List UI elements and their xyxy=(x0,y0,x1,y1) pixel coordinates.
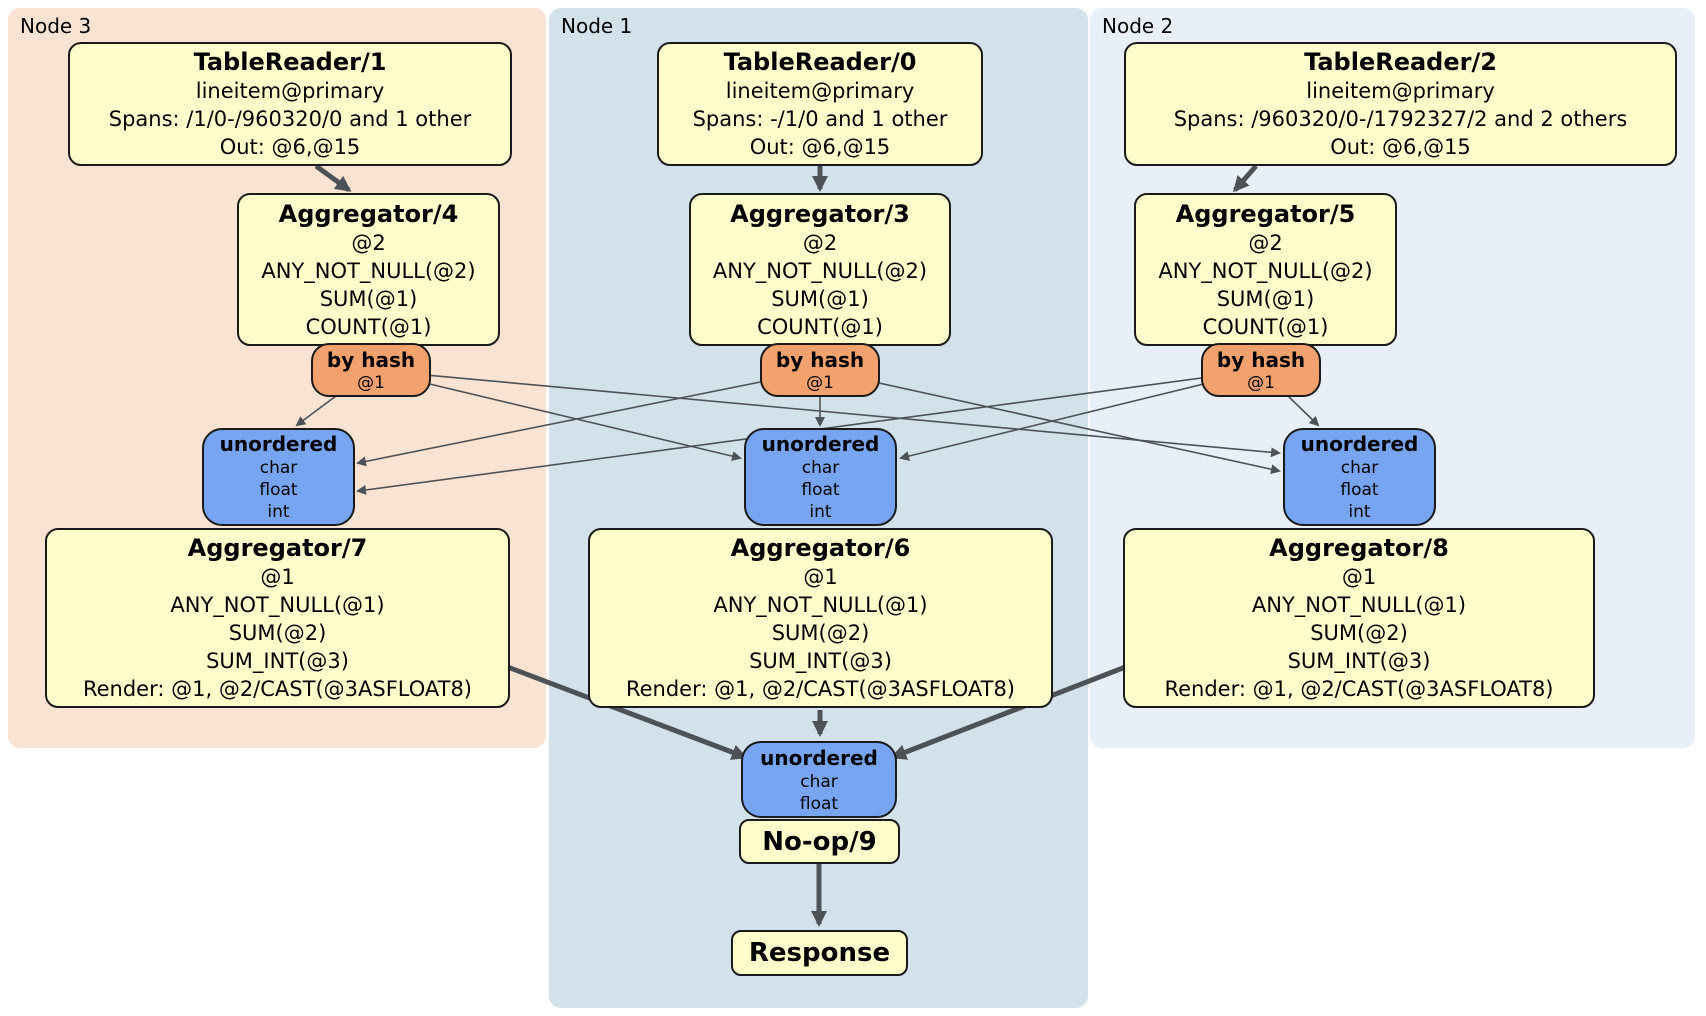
box-line: lineitem@primary xyxy=(725,79,915,103)
box-line: SUM(@2) xyxy=(771,621,870,645)
box-line: char xyxy=(259,458,298,478)
box-line: SUM(@1) xyxy=(1216,286,1315,311)
box-line: @2 xyxy=(802,230,838,255)
node-aggregator-5: Aggregator/5 @2 ANY_NOT_NULL(@2) SUM(@1)… xyxy=(1134,193,1397,346)
edge-agg7-sync9 xyxy=(504,663,748,760)
box-line: SUM(@1) xyxy=(771,286,869,311)
node-response: Response xyxy=(731,930,908,976)
box-line: char xyxy=(800,771,838,792)
box-line: Render: @1, @2/CAST(@3ASFLOAT8) xyxy=(82,677,473,701)
box-line: float xyxy=(799,793,839,814)
edge-hash4-sync6 xyxy=(370,369,742,462)
box-line: @1 xyxy=(260,565,295,589)
box-line: COUNT(@1) xyxy=(1202,314,1329,339)
box-line: COUNT(@1) xyxy=(757,314,883,339)
box-line: int xyxy=(809,502,832,522)
box-line: @1 xyxy=(803,565,838,589)
box-line: lineitem@primary xyxy=(1306,79,1495,103)
box-line: Spans: /1/0-/960320/0 and 1 other xyxy=(108,107,472,131)
box-line: SUM_INT(@3) xyxy=(749,649,892,673)
box-line: ANY_NOT_NULL(@1) xyxy=(1251,593,1467,617)
node-tablereader-1: TableReader/1 lineitem@primary Spans: /1… xyxy=(68,42,512,166)
box-line: Out: @6,@15 xyxy=(219,135,361,159)
box-title: unordered xyxy=(1300,432,1419,456)
panel-node-3-label: Node 3 xyxy=(20,14,92,38)
box-title: Aggregator/8 xyxy=(1269,534,1449,562)
box-line: Out: @6,@15 xyxy=(749,135,891,159)
node-aggregator-6: Aggregator/6 @1 ANY_NOT_NULL(@1) SUM(@2)… xyxy=(588,528,1053,708)
box-line: @1 xyxy=(357,372,385,393)
edge-hash4-sync8 xyxy=(370,369,1281,458)
router-by-hash-4: by hash @1 xyxy=(311,343,431,397)
box-line: char xyxy=(801,458,840,478)
node-aggregator-4: Aggregator/4 @2 ANY_NOT_NULL(@2) SUM(@1)… xyxy=(237,193,500,346)
box-line: ANY_NOT_NULL(@2) xyxy=(261,258,476,283)
box-line: float xyxy=(259,480,298,500)
box-line: ANY_NOT_NULL(@2) xyxy=(1158,258,1373,283)
box-title: Aggregator/3 xyxy=(730,199,910,228)
box-line: Spans: /960320/0-/1792327/2 and 2 others xyxy=(1173,107,1628,131)
node-aggregator-8: Aggregator/8 @1 ANY_NOT_NULL(@1) SUM(@2)… xyxy=(1123,528,1595,708)
box-title: TableReader/2 xyxy=(1304,48,1497,76)
box-line: SUM(@2) xyxy=(228,621,327,645)
box-line: @2 xyxy=(1248,230,1283,255)
box-line: int xyxy=(267,502,290,522)
box-line: COUNT(@1) xyxy=(305,314,432,339)
router-by-hash-3: by hash @1 xyxy=(760,343,880,397)
box-line: SUM(@1) xyxy=(319,286,418,311)
box-line: ANY_NOT_NULL(@1) xyxy=(170,593,385,617)
box-line: @1 xyxy=(806,372,834,393)
node-tablereader-0: TableReader/0 lineitem@primary Spans: -/… xyxy=(657,42,983,166)
node-tablereader-2: TableReader/2 lineitem@primary Spans: /9… xyxy=(1124,42,1677,166)
node-aggregator-3: Aggregator/3 @2 ANY_NOT_NULL(@2) SUM(@1)… xyxy=(689,193,951,346)
box-title: unordered xyxy=(760,745,878,770)
sync-unordered-8: unordered char float int xyxy=(1283,428,1436,526)
box-title: Aggregator/4 xyxy=(278,199,459,228)
box-line: @1 xyxy=(1247,372,1275,393)
box-title: Aggregator/6 xyxy=(730,534,911,562)
edge-tr2-agg5 xyxy=(1233,164,1258,193)
edge-hash3-sync7 xyxy=(356,369,821,467)
edge-tr1-agg4 xyxy=(314,163,352,193)
box-line: Render: @1, @2/CAST(@3ASFLOAT8) xyxy=(625,677,1016,701)
box-line: ANY_NOT_NULL(@1) xyxy=(713,593,928,617)
box-line: SUM_INT(@3) xyxy=(1287,649,1431,673)
router-by-hash-5: by hash @1 xyxy=(1201,343,1321,397)
box-title: by hash xyxy=(1216,347,1306,372)
panel-node-1-label: Node 1 xyxy=(561,14,633,38)
box-line: @2 xyxy=(351,230,386,255)
box-line: int xyxy=(1348,502,1371,522)
box-line: Render: @1, @2/CAST(@3ASFLOAT8) xyxy=(1164,677,1554,701)
box-line: SUM(@2) xyxy=(1310,621,1408,645)
box-line: float xyxy=(1340,480,1379,500)
box-title: Aggregator/5 xyxy=(1175,199,1356,228)
box-title: TableReader/1 xyxy=(193,48,387,76)
box-title: No-op/9 xyxy=(762,826,877,857)
box-line: @1 xyxy=(1341,565,1377,589)
panel-node-2-label: Node 2 xyxy=(1102,14,1174,38)
box-line: lineitem@primary xyxy=(195,79,385,103)
box-title: by hash xyxy=(775,347,865,372)
sync-unordered-9: unordered char float xyxy=(741,741,897,818)
box-title: unordered xyxy=(761,432,880,456)
sync-unordered-6: unordered char float int xyxy=(744,428,897,526)
box-title: Response xyxy=(748,938,891,968)
box-line: SUM_INT(@3) xyxy=(206,649,349,673)
box-line: char xyxy=(1340,458,1379,478)
box-line: Out: @6,@15 xyxy=(1330,135,1471,159)
box-line: Spans: -/1/0 and 1 other xyxy=(692,107,948,131)
box-title: TableReader/0 xyxy=(723,48,917,76)
box-title: Aggregator/7 xyxy=(187,534,368,562)
edge-agg8-sync9 xyxy=(890,663,1129,760)
node-no-op-9: No-op/9 xyxy=(739,819,900,864)
box-line: ANY_NOT_NULL(@2) xyxy=(712,258,928,283)
box-title: by hash xyxy=(326,347,416,372)
box-title: unordered xyxy=(219,432,338,456)
node-aggregator-7: Aggregator/7 @1 ANY_NOT_NULL(@1) SUM(@2)… xyxy=(45,528,510,708)
sync-unordered-7: unordered char float int xyxy=(202,428,355,526)
edge-hash3-sync8 xyxy=(819,369,1281,475)
box-line: float xyxy=(801,480,840,500)
